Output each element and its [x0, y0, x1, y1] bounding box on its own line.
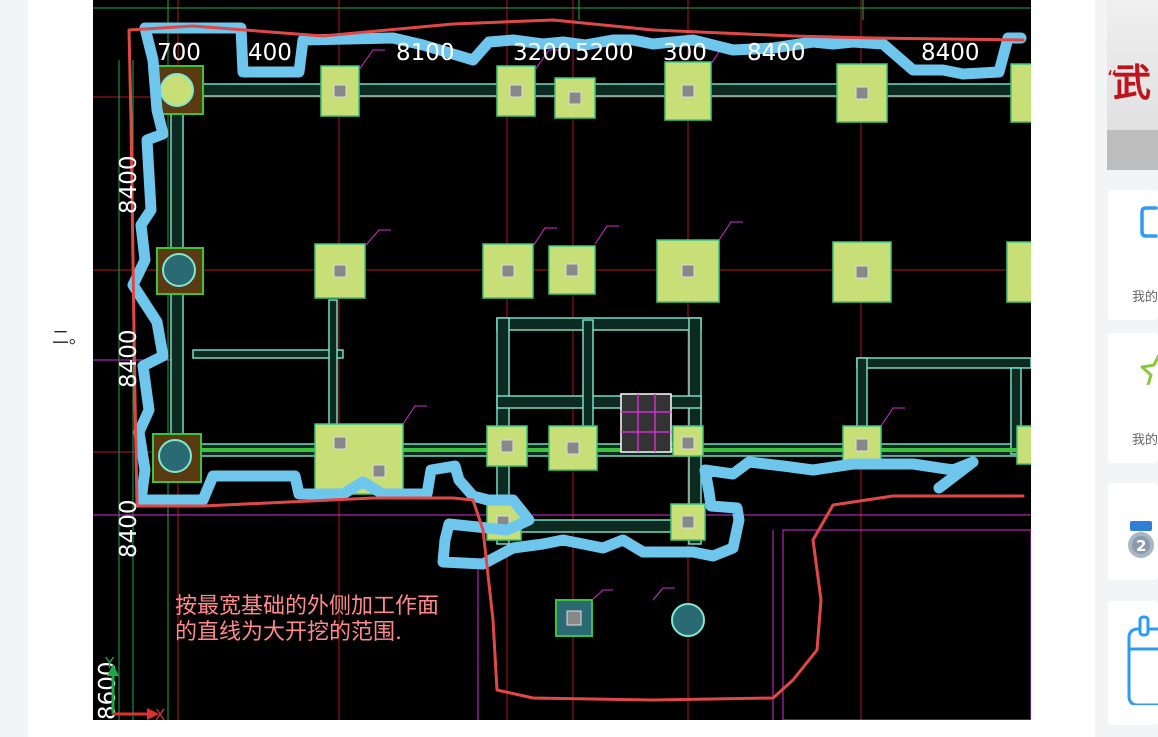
sidebar-card-my-documents[interactable]: 我的	[1108, 190, 1158, 320]
annotation-line: 按最宽基础的外侧加工作面	[175, 594, 439, 619]
cad-drawing-image: 700 400 8100 3200 5200 300 8400 8400 840…	[93, 0, 1031, 720]
dimension-label: 8400	[747, 40, 806, 66]
calendar-icon	[1126, 615, 1158, 709]
sidebar-card-my-favorites[interactable]: 我的	[1108, 333, 1158, 463]
dimension-label: 8600	[95, 661, 121, 720]
dimension-label: 8100	[396, 40, 455, 66]
document-icon	[1138, 204, 1158, 244]
dimension-label: 700	[157, 40, 201, 66]
dimension-label: 3200	[513, 40, 572, 66]
article-text-fragment: 二。	[52, 328, 86, 348]
dimension-label: 8400	[921, 40, 980, 66]
dimension-label: 300	[663, 40, 707, 66]
sidebar-card-medal[interactable]: 2	[1108, 483, 1158, 580]
dimension-label: 8400	[116, 155, 142, 214]
banner-title-char: 武	[1113, 60, 1152, 105]
card-label: 我的	[1132, 290, 1158, 305]
dimension-label: 5200	[575, 40, 634, 66]
axis-x-label: X	[155, 706, 165, 720]
medal-icon: 2	[1126, 519, 1158, 567]
dimension-label: 8400	[116, 499, 142, 558]
card-label: 我的	[1132, 433, 1158, 448]
banner-strip	[1107, 130, 1158, 170]
dimension-label: 400	[248, 40, 292, 66]
svg-text:2: 2	[1136, 537, 1146, 555]
star-icon	[1140, 349, 1158, 389]
axis-y-label: Y	[104, 654, 115, 672]
dimension-label: 8400	[116, 329, 142, 388]
annotation-line: 的直线为大开挖的范围.	[175, 620, 402, 645]
sidebar-banner[interactable]: “ 武	[1107, 0, 1158, 170]
banner-quote-mark: “	[1107, 66, 1118, 90]
sidebar-card-calendar[interactable]	[1108, 601, 1158, 725]
